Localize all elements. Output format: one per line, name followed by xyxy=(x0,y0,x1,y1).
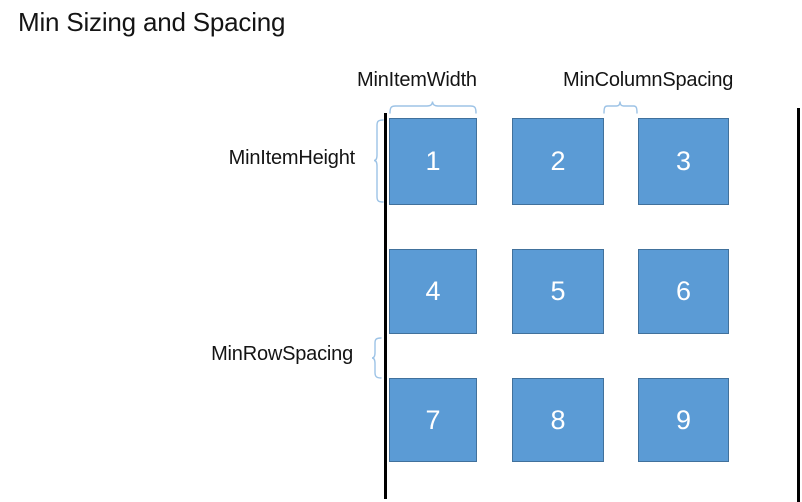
min-column-spacing-brace-icon xyxy=(603,101,638,114)
grid-item-1: 1 xyxy=(389,118,477,205)
right-boundary-line xyxy=(797,108,800,502)
grid-item-7: 7 xyxy=(389,378,477,462)
min-item-width-brace-icon xyxy=(389,101,477,114)
grid-item-8: 8 xyxy=(512,378,604,462)
page-title: Min Sizing and Spacing xyxy=(18,7,286,37)
label-min-column-spacing: MinColumnSpacing xyxy=(563,69,734,91)
grid-item-3: 3 xyxy=(638,118,729,205)
grid-item-6: 6 xyxy=(638,249,729,334)
label-min-item-height: MinItemHeight xyxy=(228,147,356,169)
min-row-spacing-brace-icon xyxy=(371,337,382,379)
min-item-height-brace-icon xyxy=(373,119,384,203)
label-min-item-width: MinItemWidth xyxy=(357,69,477,91)
grid-item-5: 5 xyxy=(512,249,604,334)
left-boundary-line xyxy=(384,113,387,499)
label-min-row-spacing: MinRowSpacing xyxy=(211,343,353,365)
grid-item-9: 9 xyxy=(638,378,729,462)
grid-item-4: 4 xyxy=(389,249,477,334)
grid-item-2: 2 xyxy=(512,118,604,205)
